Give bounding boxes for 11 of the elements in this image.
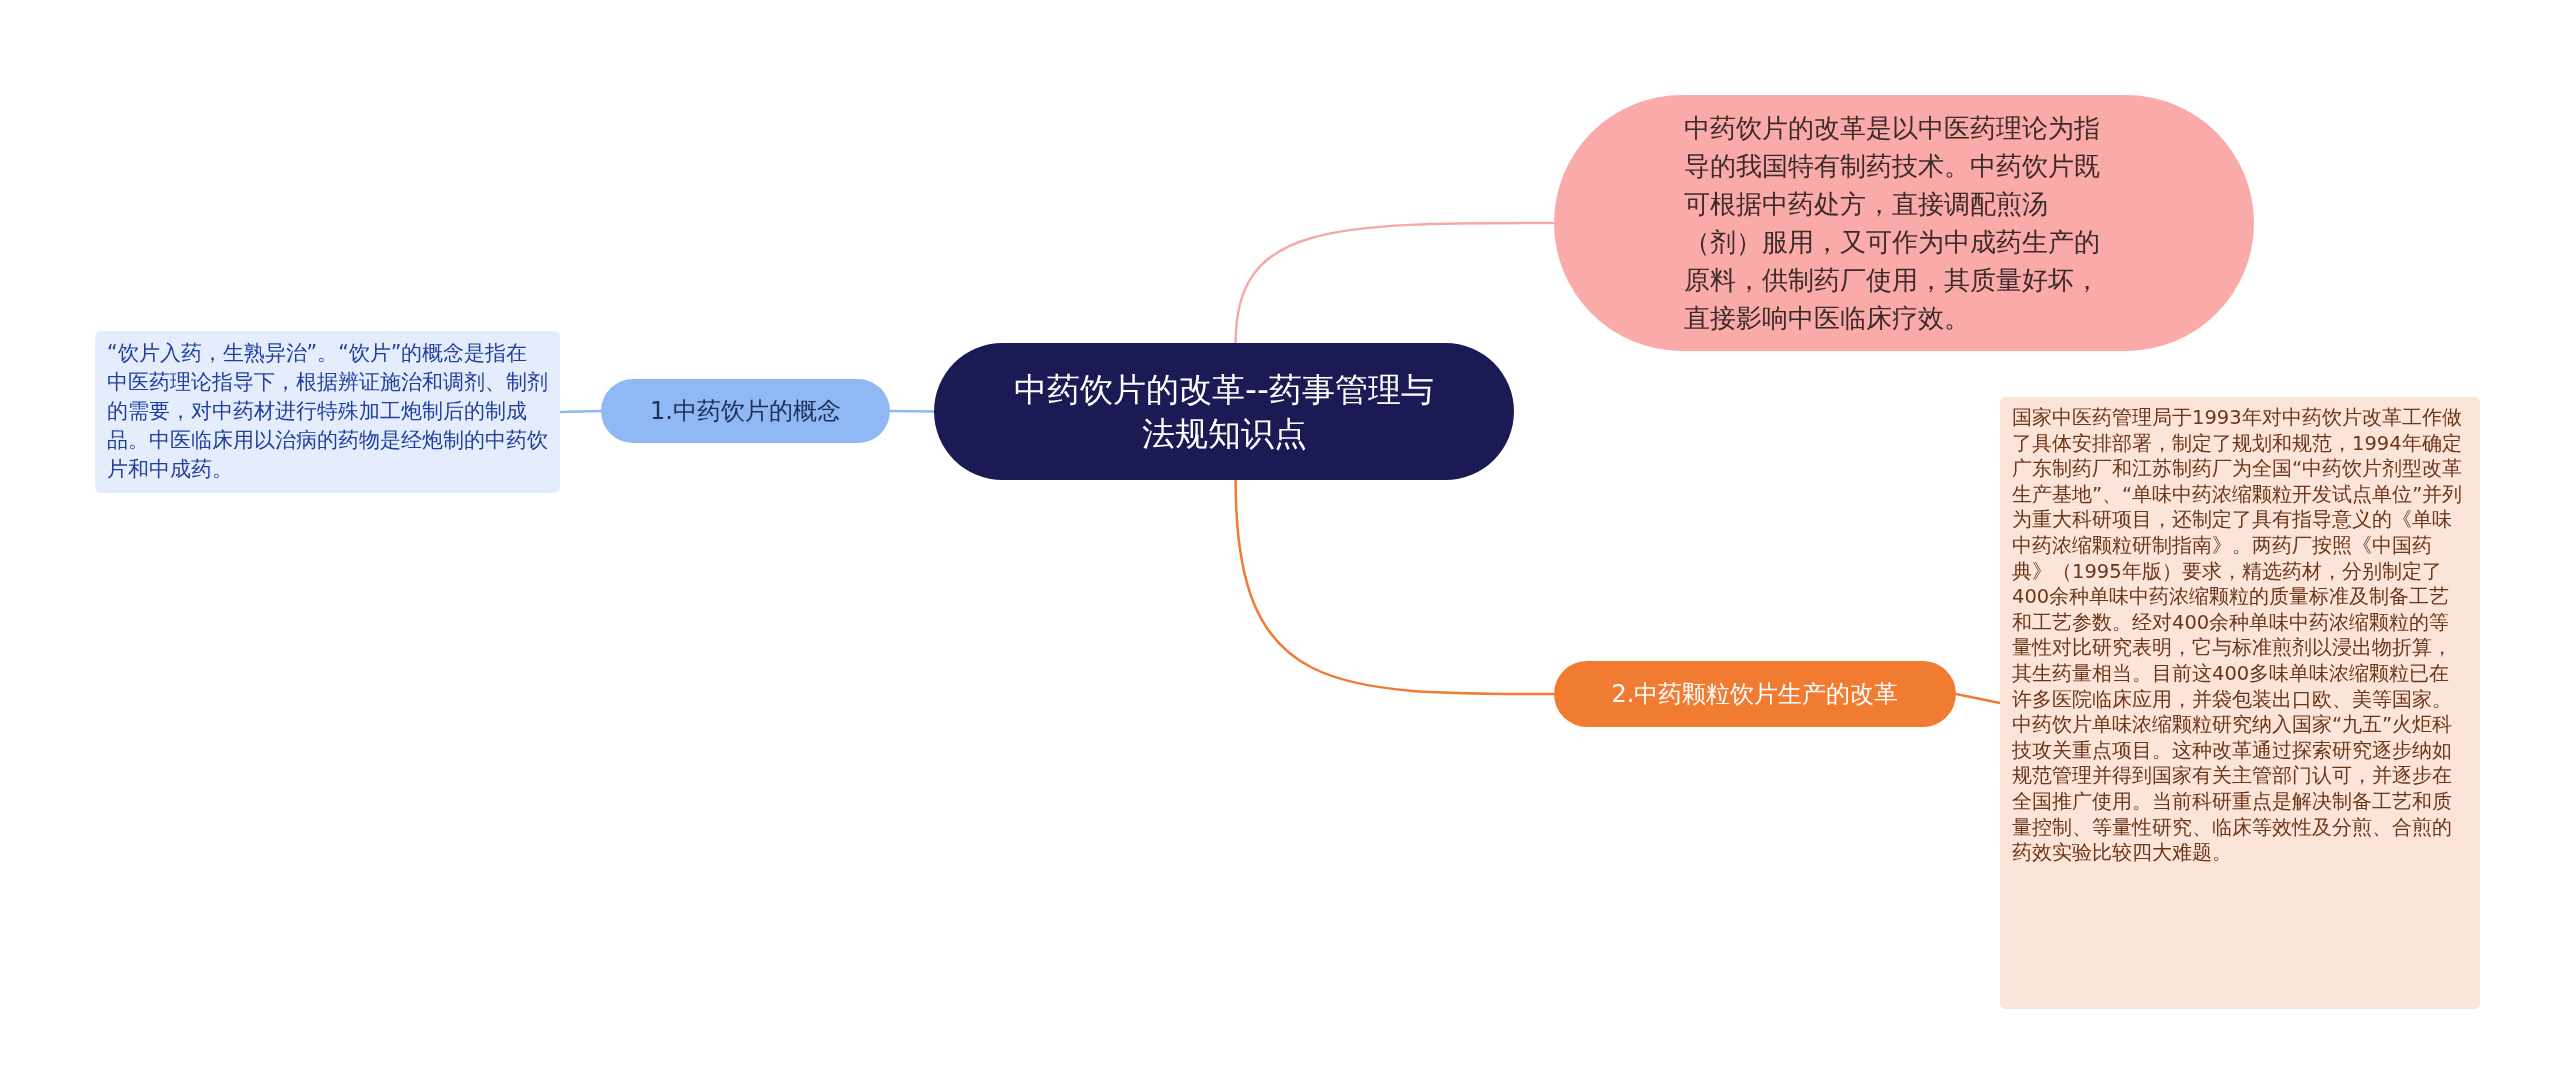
connector-line <box>1234 221 1554 344</box>
connector-line <box>1234 479 1554 696</box>
connector-line <box>1955 692 2001 705</box>
central-topic: 中药饮片的改革--药事管理与法规知识点 <box>934 343 1514 480</box>
note-card: 国家中医药管理局于1993年对中药饮片改革工作做了具体安排部署，制定了规划和规范，1994年确定广东制药厂和江苏制药厂为全国“中药饮片剂型改革生产基地”、“单味中药浓缩颗粒开发试点单位”并列为重大科研项目，还制定了具有指导意义的《单味中药浓缩颗粒研制指南》。两药厂按照《中国药典》（1995年版）要求，精选药材，分别制定了400余种单味中药浓缩颗粒的质量标准及制备工艺和工艺参数。经对400余种单味中药浓缩颗粒的等量性对比研究表明，它与标准煎剂以浸出物折算，其生药量相当。目前这400多味单味浓缩颗粒已在许多医院临床应用，并袋包装出口欧、美等国家。中药饮片单味浓缩颗粒研究纳入国家“九五”火炬科技攻关重点项目。这种改革通过探索研究逐步纳如规范管理并得到国家有关主管部门认可，并逐步在全国推广使用。当前科研重点是解决制备工艺和质量控制、等量性研究、临床等效性及分煎、合煎的药效实验比较四大难题。 <box>2000 397 2480 1009</box>
topic-bubble: 中药饮片的改革是以中医药理论为指导的我国特有制药技术。中药饮片既可根据中药处方，直接调配煎汤（剂）服用，又可作为中成药生产的原料，供制药厂使用，其质量好坏，直接影响中医临床疗效。 <box>1554 95 2254 351</box>
branch-topic: 2.中药颗粒饮片生产的改革 <box>1554 661 1956 727</box>
branch-topic: 1.中药饮片的概念 <box>601 379 890 443</box>
note-card: “饮片入药，生熟异治”。“饮片”的概念是指在中医药理论指导下，根据辨证施治和调剂、制剂的需要，对中药材进行特殊加工炮制后的制成品。中医临床用以治病的药物是经炮制的中药饮片和中成药。 <box>95 331 560 493</box>
connector-line <box>890 409 934 413</box>
connector-line <box>559 409 602 414</box>
